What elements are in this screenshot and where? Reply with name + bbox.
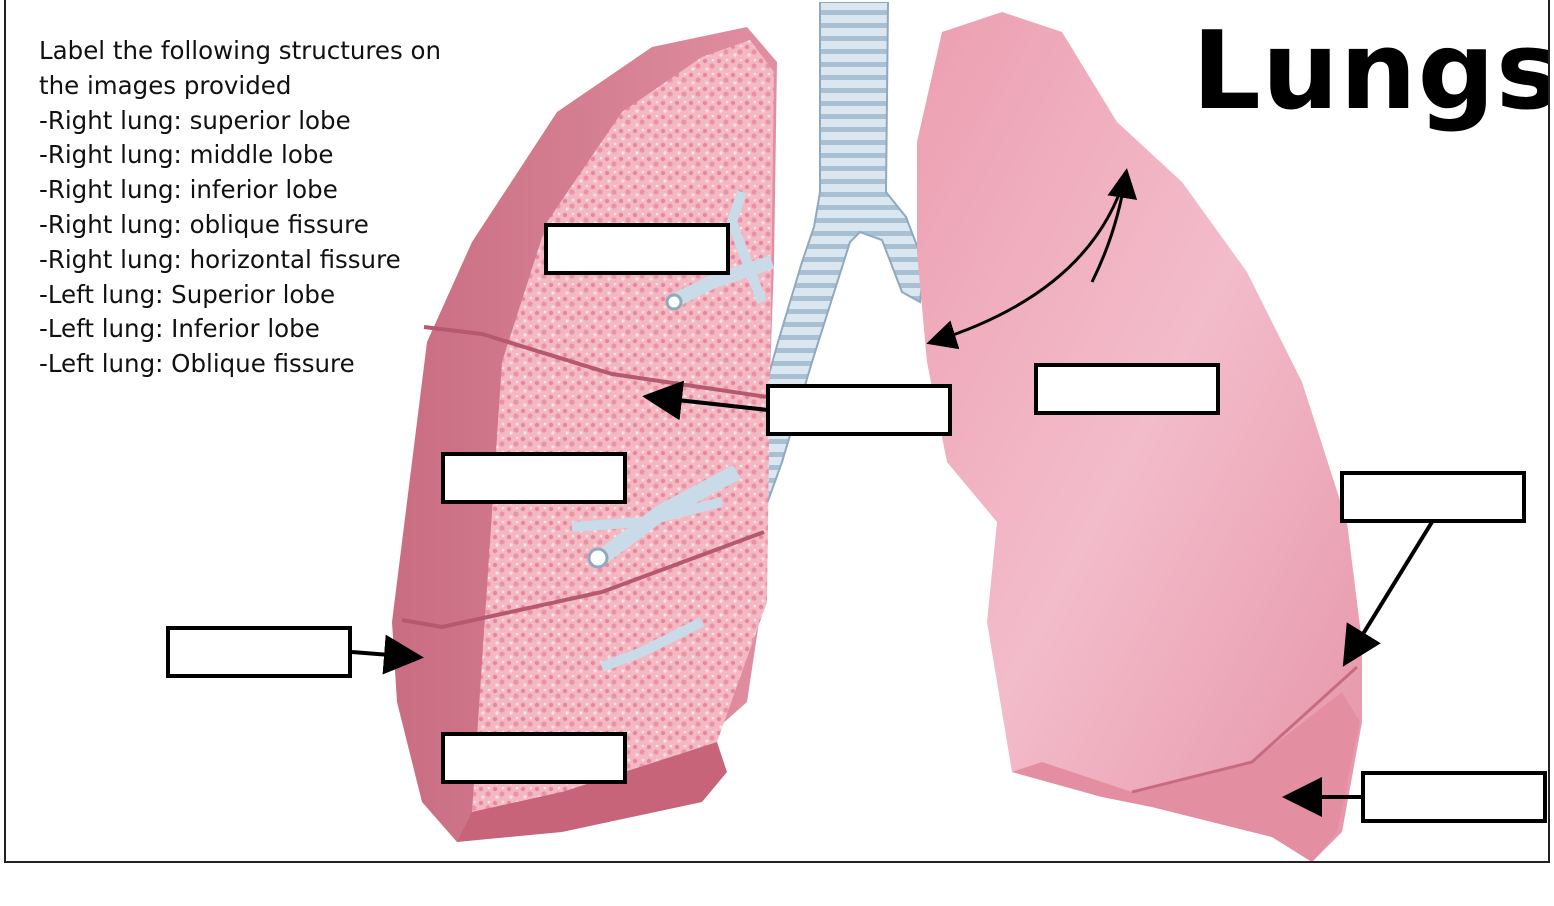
instruction-item: -Right lung: middle lobe (39, 140, 334, 170)
label-box-horizontal-fissure[interactable] (766, 384, 952, 436)
instruction-item: -Right lung: superior lobe (39, 105, 351, 135)
worksheet-slide: Lungs Label the following structures on … (4, 0, 1550, 863)
label-box-left-superior[interactable] (1034, 363, 1220, 415)
instruction-item: -Left lung: Superior lobe (39, 279, 336, 309)
label-box-right-oblique-fissure[interactable] (166, 626, 352, 678)
instruction-item: -Right lung: horizontal fissure (39, 244, 401, 274)
left-lung (917, 12, 1362, 861)
instruction-item: -Left lung: Inferior lobe (39, 314, 320, 344)
instruction-item: -Right lung: oblique fissure (39, 209, 369, 239)
instruction-item: -Left lung: Oblique fissure (39, 349, 355, 379)
pointer-arrows (351, 168, 1434, 817)
instructions-heading-line2: the images provided (39, 70, 292, 100)
instructions: Label the following structures on the im… (39, 34, 509, 382)
label-box-right-superior[interactable] (544, 223, 730, 275)
page-title: Lungs (1192, 9, 1550, 134)
label-box-right-inferior[interactable] (441, 732, 627, 784)
label-box-left-oblique-fissure[interactable] (1340, 471, 1526, 523)
label-box-left-inferior[interactable] (1361, 771, 1547, 823)
instruction-item: -Right lung: inferior lobe (39, 175, 338, 205)
instructions-heading-line1: Label the following structures on (39, 36, 442, 65)
label-box-right-middle[interactable] (441, 452, 627, 504)
